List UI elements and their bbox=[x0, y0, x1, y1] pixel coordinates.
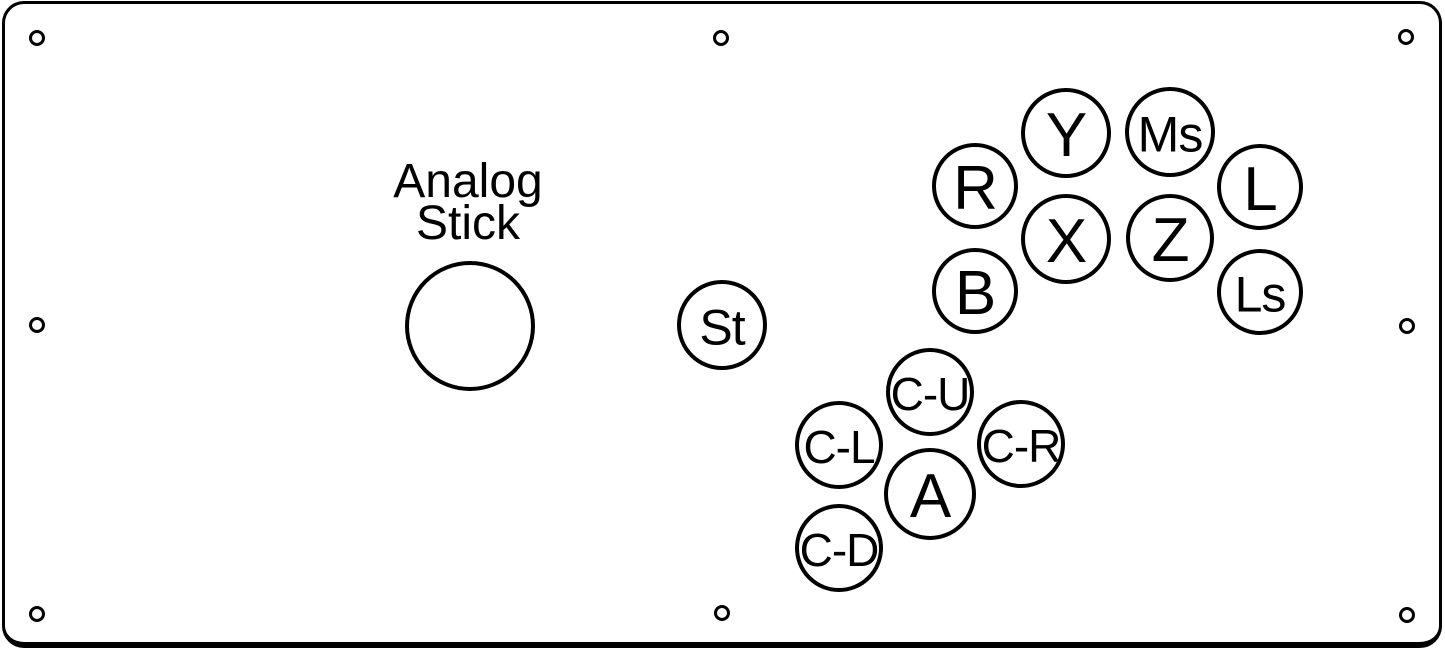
button-ms: Ms bbox=[1125, 87, 1215, 177]
button-c-r-label: C-R bbox=[981, 420, 1062, 473]
button-c-r: C-R bbox=[977, 400, 1065, 488]
button-st-label: St bbox=[699, 299, 745, 356]
analog-stick-label-line2: Stick bbox=[415, 197, 520, 250]
button-z: Z bbox=[1126, 194, 1214, 282]
button-a: A bbox=[884, 448, 976, 540]
analog-stick-circle bbox=[405, 261, 535, 391]
analog-stick-label-line1: Analog bbox=[393, 155, 543, 208]
button-c-u-label: C-U bbox=[890, 368, 971, 421]
button-a-label: A bbox=[909, 461, 951, 531]
mounting-hole-bottom-left bbox=[29, 606, 45, 622]
button-l: L bbox=[1217, 144, 1303, 230]
button-r: R bbox=[932, 143, 1018, 229]
button-st: St bbox=[677, 280, 767, 370]
button-x: X bbox=[1021, 194, 1111, 284]
button-l-label: L bbox=[1243, 154, 1277, 224]
button-y: Y bbox=[1021, 88, 1111, 178]
mounting-hole-top-center bbox=[713, 30, 729, 46]
button-c-d: C-D bbox=[795, 504, 883, 592]
button-c-d-label: C-D bbox=[799, 524, 880, 577]
button-c-u: C-U bbox=[886, 348, 974, 436]
mounting-hole-top-left bbox=[29, 30, 45, 46]
analog-stick-label: Analog Stick bbox=[318, 155, 618, 250]
button-x-label: X bbox=[1045, 206, 1087, 276]
button-r-label: R bbox=[953, 153, 998, 223]
button-b-label: B bbox=[954, 258, 996, 328]
button-c-l: C-L bbox=[795, 401, 883, 489]
button-ls: Ls bbox=[1217, 249, 1303, 335]
button-c-l-label: C-L bbox=[803, 421, 875, 474]
mounting-hole-bottom-right bbox=[1399, 607, 1415, 623]
button-ls-label: Ls bbox=[1234, 266, 1287, 323]
mounting-hole-mid-right bbox=[1399, 318, 1415, 334]
mounting-hole-mid-left bbox=[29, 317, 45, 333]
button-z-label: Z bbox=[1151, 205, 1190, 275]
button-b: B bbox=[932, 248, 1018, 334]
button-y-label: Y bbox=[1045, 100, 1087, 170]
mounting-hole-bottom-center bbox=[714, 605, 730, 621]
mounting-hole-top-right bbox=[1398, 29, 1414, 45]
button-ms-label: Ms bbox=[1137, 106, 1204, 163]
